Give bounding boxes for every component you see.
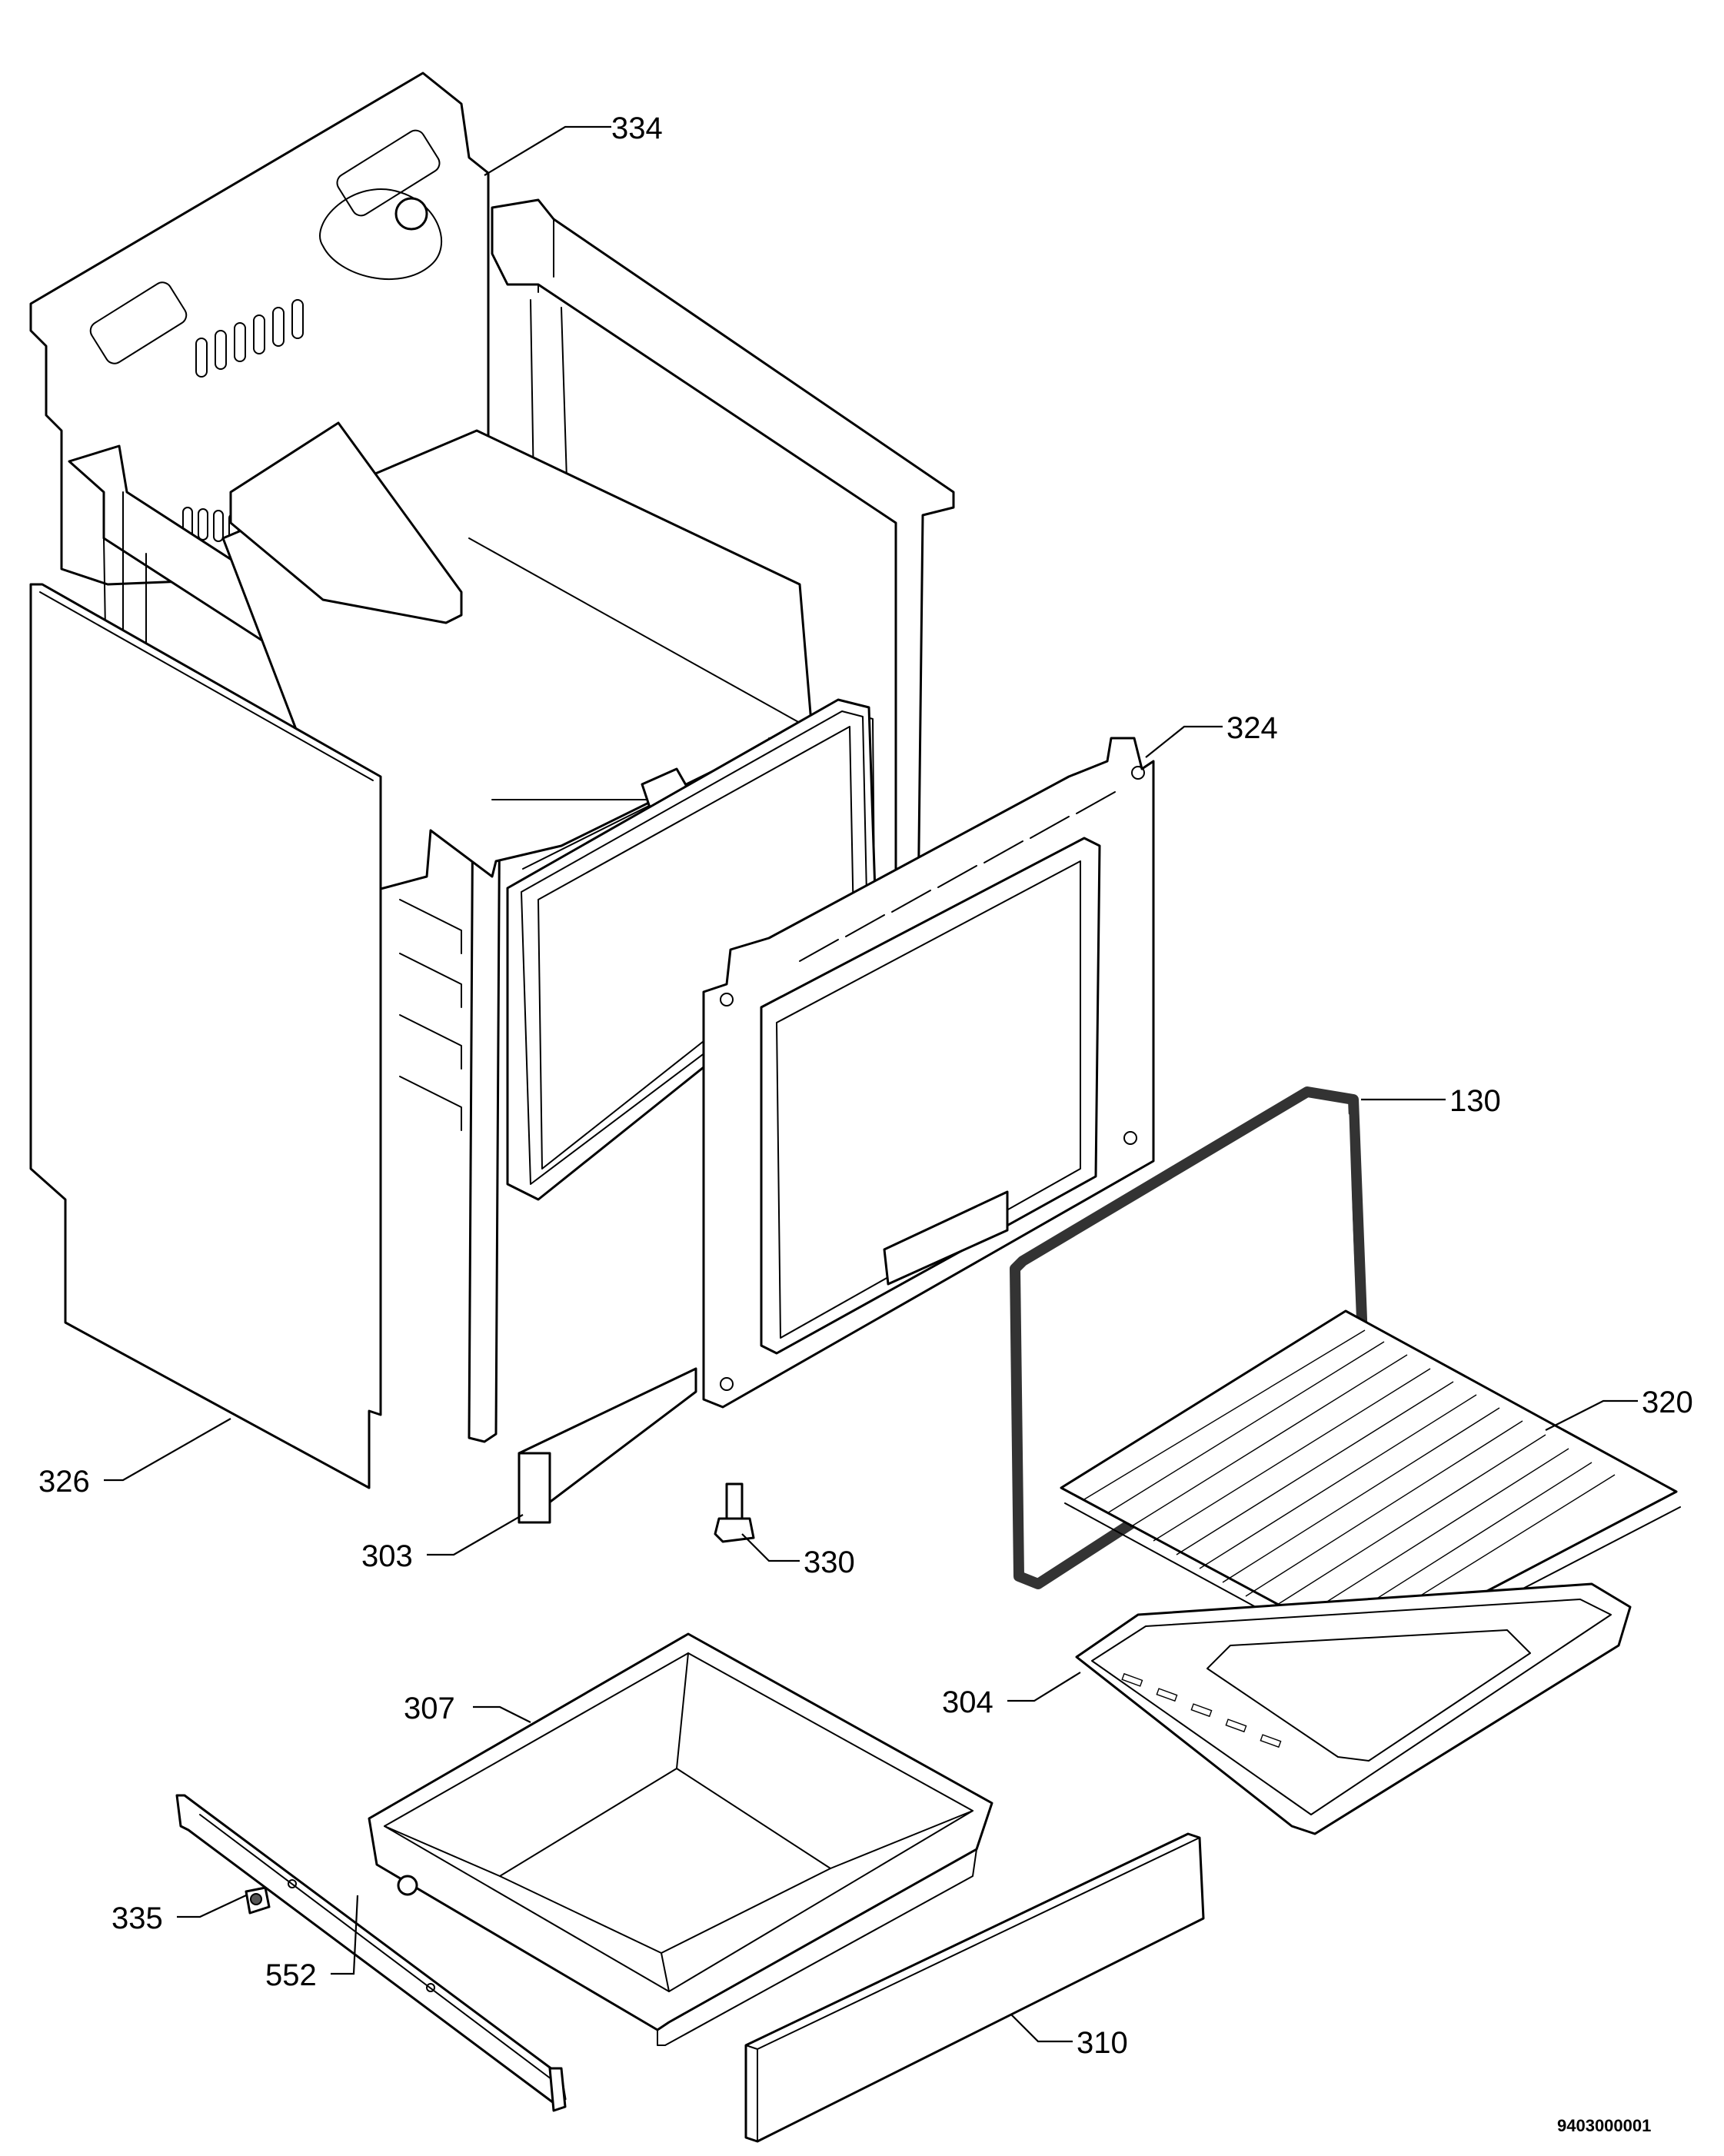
- part-552-runner: [175, 1794, 567, 2112]
- part-304-baking-tray: [1075, 1582, 1632, 1835]
- part-330-foot: [714, 1482, 755, 1543]
- part-310-drawer-front: [744, 1832, 1205, 2143]
- leader-lines: [104, 125, 1638, 2043]
- part-320-oven-shelf: [1060, 1309, 1681, 1669]
- callout-335: 335: [111, 1901, 163, 1935]
- callout-304: 304: [942, 1685, 993, 1719]
- callout-labels: 334 324 130 320 326 303 330 307 304 335 …: [38, 111, 1693, 2135]
- callout-552: 552: [265, 1958, 317, 1992]
- callout-324: 324: [1226, 711, 1278, 745]
- callout-307: 307: [404, 1692, 455, 1725]
- callout-130: 130: [1449, 1084, 1501, 1118]
- callout-334: 334: [611, 111, 663, 145]
- callout-320: 320: [1642, 1386, 1693, 1419]
- callout-310: 310: [1077, 2026, 1128, 2060]
- part-324-front-frame: [702, 737, 1155, 1409]
- part-303-strip: [518, 1367, 697, 1524]
- part-335-screw: [245, 1886, 271, 1915]
- part-326-side-panel: [29, 583, 382, 1489]
- callout-303: 303: [361, 1539, 413, 1573]
- part-307-drawer: [368, 1632, 993, 2046]
- document-number: 9403000001: [1557, 2116, 1651, 2135]
- callout-326: 326: [38, 1465, 90, 1499]
- callout-330: 330: [804, 1545, 855, 1579]
